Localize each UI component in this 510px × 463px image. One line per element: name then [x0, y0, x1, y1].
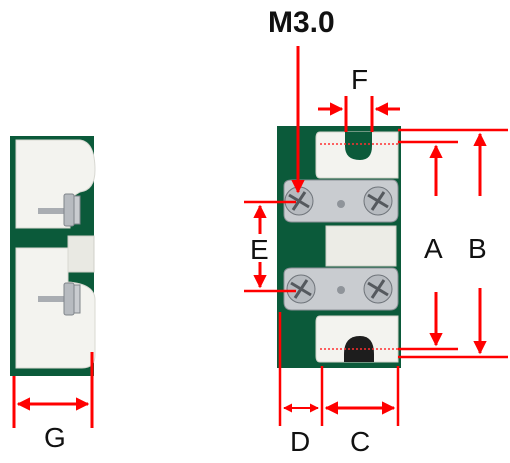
- screw-size-title: M3.0: [268, 6, 335, 39]
- dimension-c: [324, 366, 400, 426]
- dimension-d: [278, 312, 324, 426]
- label-b: B: [468, 233, 487, 264]
- front-view: [277, 126, 401, 368]
- side-view: [10, 136, 96, 376]
- side-ceramic-lower: [15, 247, 96, 369]
- front-bottom-hole: [344, 336, 374, 362]
- screw-head-top-right: [363, 186, 393, 216]
- label-e: E: [250, 234, 269, 265]
- label-d: D: [290, 426, 311, 457]
- dimension-e: [244, 200, 296, 293]
- front-ceramic-middle: [325, 225, 397, 267]
- side-screw-upper: [38, 193, 81, 227]
- side-ceramic-upper: [15, 139, 96, 229]
- dimension-g: [12, 352, 94, 428]
- screw-head-bottom-right: [363, 274, 393, 304]
- side-screw-lower: [38, 282, 81, 316]
- rivet-lower: [337, 286, 345, 294]
- label-g: G: [44, 422, 66, 453]
- rivet-upper: [337, 200, 345, 208]
- label-a: A: [424, 233, 443, 264]
- label-f: F: [351, 64, 369, 95]
- label-c: C: [350, 426, 371, 457]
- side-ceramic-middle: [67, 235, 95, 273]
- screw-head-bottom-left: [286, 274, 316, 304]
- front-top-slot: [345, 132, 372, 160]
- dimension-f: [318, 96, 400, 132]
